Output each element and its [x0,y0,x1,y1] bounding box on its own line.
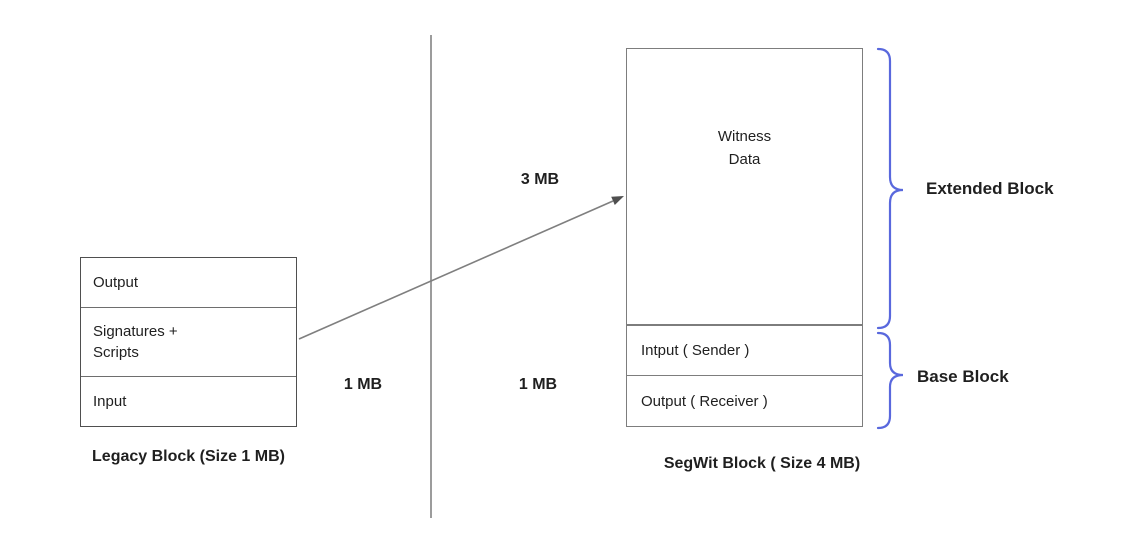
segwit-section-input-sender: Intput ( Sender ) [627,326,862,376]
legacy-section-signatures-scripts: Signatures + Scripts [81,308,296,377]
arrow-size-label: 3 MB [520,171,560,188]
flow-arrow [298,196,624,340]
legacy-section-input: Input [93,393,127,410]
segwit-section-output-receiver: Output ( Receiver ) [641,392,768,410]
vertical-divider-line [430,35,432,518]
extended-block-brace [876,47,904,330]
extended-block-label: Extended Block [926,179,1054,198]
segwit-section-witness-data: Witness Data [627,49,862,326]
legacy-block-caption: Legacy Block (Size 1 MB) [92,448,285,465]
base-block-brace [876,331,904,430]
legacy-size-label: 1 MB [343,376,383,393]
segwit-base-size-label: 1 MB [518,376,558,393]
legacy-block-box: Output Signatures + Scripts Input [80,257,297,427]
segwit-block-box: Witness Data Intput ( Sender ) Output ( … [626,48,863,427]
segwit-block-caption: SegWit Block ( Size 4 MB) [663,455,861,472]
base-block-label: Base Block [917,367,1009,386]
legacy-section-output: Output [81,258,296,308]
